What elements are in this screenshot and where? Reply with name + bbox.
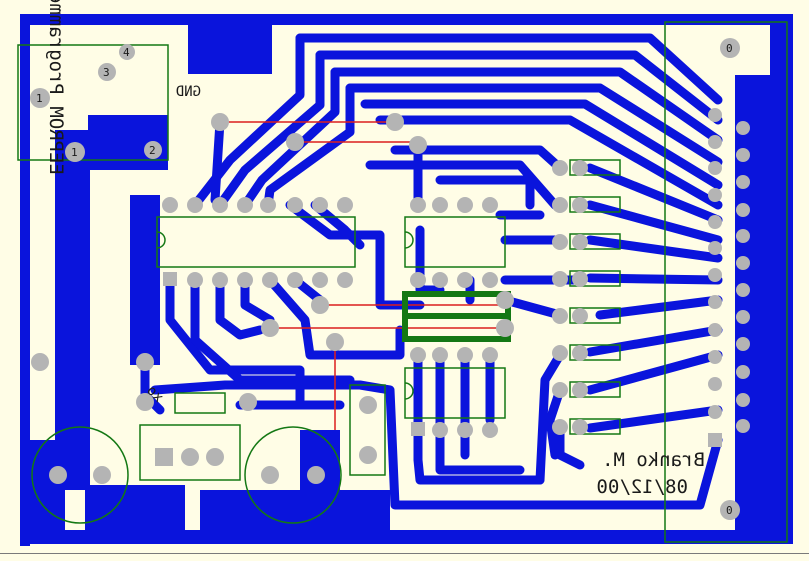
ic2-pads xyxy=(410,197,498,288)
mount-hole-bottom-label: 0 xyxy=(726,504,733,517)
connector-outline xyxy=(664,21,788,543)
jack-pin-2-label: 2 xyxy=(149,144,156,157)
bottom-divider xyxy=(0,553,809,554)
db25-pads xyxy=(708,108,750,447)
gnd-label: GND xyxy=(176,84,201,100)
resistors xyxy=(569,159,621,435)
resistor-pads xyxy=(552,160,588,435)
ic2-outline xyxy=(404,216,506,268)
pads xyxy=(30,38,750,520)
jack-pin-3-label: 3 xyxy=(103,66,110,79)
misc-pads xyxy=(31,113,514,484)
author-label: Branko M. xyxy=(602,449,705,471)
mounting-holes xyxy=(720,38,740,520)
power-jack-pads xyxy=(30,44,162,162)
ic3-outline xyxy=(404,367,506,419)
ic3-pads xyxy=(410,347,498,438)
regulator-outline xyxy=(139,424,241,481)
ic1-pads-top xyxy=(162,197,353,213)
jack-pin-1b-label: 1 xyxy=(71,146,78,159)
jumper-wires xyxy=(220,121,510,430)
crystal-left xyxy=(31,426,129,524)
power-connector-outline xyxy=(17,44,169,161)
jack-pin-4-label: 4 xyxy=(123,46,130,59)
mount-hole-top-label: 0 xyxy=(726,42,733,55)
ic1-outline xyxy=(156,216,356,268)
copper-traces xyxy=(140,33,723,510)
board-title: EEPROM Programmer xyxy=(45,0,67,175)
capacitor-outline xyxy=(349,384,386,476)
crystal-right xyxy=(244,426,342,524)
jack-pin-1-label: 1 xyxy=(36,92,43,105)
date-label: 08/12/00 xyxy=(596,476,688,498)
silk-labels: GND EEPROM Programmer Branko M. 08/12/00… xyxy=(36,0,733,517)
ic1-pads-bottom xyxy=(163,272,353,288)
small-part-outline xyxy=(174,392,226,414)
